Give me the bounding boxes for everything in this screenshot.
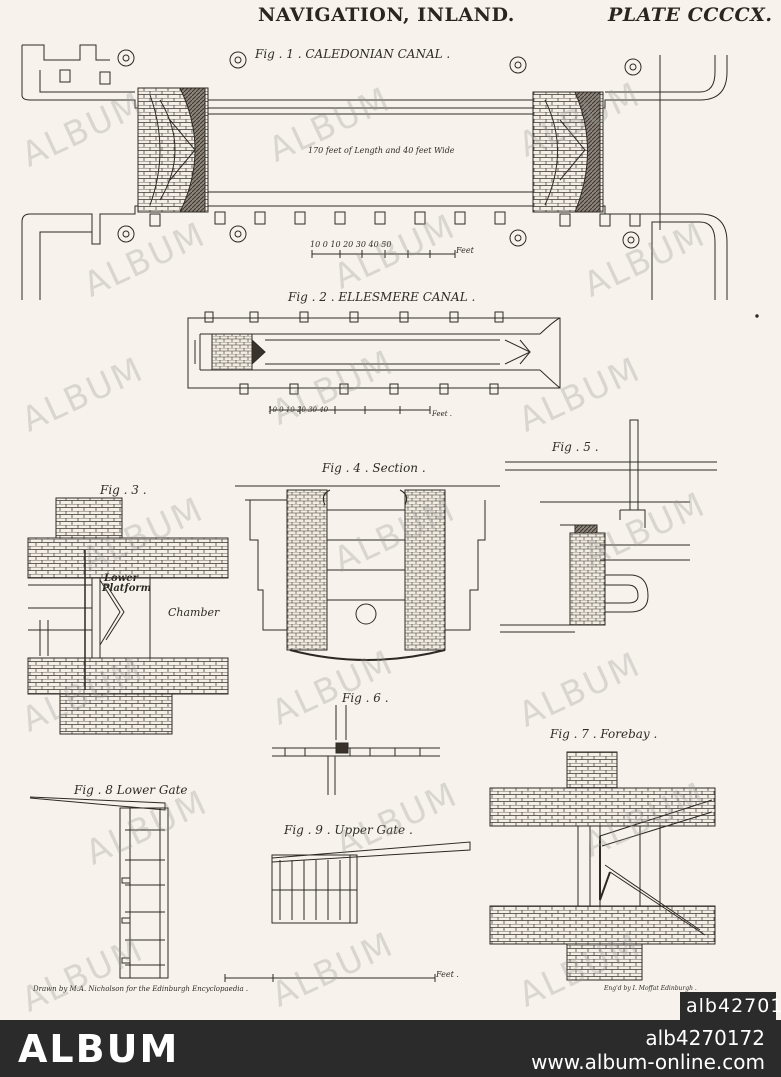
fig8-caption: Fig . 8 Lower Gate [74,783,188,797]
fig4-section [235,485,500,661]
fig8-lower-gate [29,796,169,979]
fig2-scale-numbers: 10 0 10 20 30 40 [268,406,329,414]
plate-title: NAVIGATION, INLAND. [258,4,515,26]
fig1-dimensions: 170 feet of Length and 40 feet Wide [308,146,455,155]
engraved-plate: NAVIGATION, INLAND. PLATE CCCCX. Fig . 1… [0,0,781,1021]
fig2-scale-unit: Feet . [432,410,453,418]
fig2-ellesmere-plan [187,311,561,414]
fig1-caledonian-plan [21,44,728,300]
fig5-section [500,419,717,633]
credit-drawn-by: Drawn by M.A. Nicholson for the Edinburg… [33,985,249,993]
fig3-platform-label: Platform [102,583,152,594]
fig6-caption: Fig . 6 . [342,691,389,705]
plate-number: PLATE CCCCX. [608,4,773,26]
fig3-plan [27,497,229,735]
fig1-caption: Fig . 1 . CALEDONIAN CANAL . [255,47,451,61]
bottom-scale [224,974,436,982]
footer-bar: ALBUM alb4270172 www.album-online.com [0,1020,781,1077]
footer-site-url[interactable]: www.album-online.com [531,1050,765,1074]
fig1-scale-unit: Feet [456,246,474,255]
fig6-detail [272,705,440,795]
image-id-badge-text: alb4270172 [686,995,781,1017]
fig7-forebay [489,751,716,981]
fig9-caption: Fig . 9 . Upper Gate . [284,823,413,837]
plate-drawings [21,44,759,982]
credit-engraved-by: Eng'd by I. Moffat Edinburgh . [604,985,697,992]
fig4-caption: Fig . 4 . Section . [322,461,426,475]
bottom-scale-unit: Feet . [436,970,459,979]
image-id-badge: alb4270172 [680,992,781,1020]
fig1-scale-numbers: 10 0 10 20 30 40 50 [310,240,392,249]
fig7-caption: Fig . 7 . Forebay . [550,727,658,741]
fig3-lower-label: Lower [104,573,138,584]
fig3-chamber-label: Chamber [168,606,220,619]
footer-image-id: alb4270172 [645,1026,765,1050]
album-logo: ALBUM [18,1027,180,1071]
fig9-upper-gate [271,841,471,924]
fig2-caption: Fig . 2 . ELLESMERE CANAL . [288,290,476,304]
fig3-caption: Fig . 3 . [100,483,147,497]
fig5-caption: Fig . 5 . [552,440,599,454]
